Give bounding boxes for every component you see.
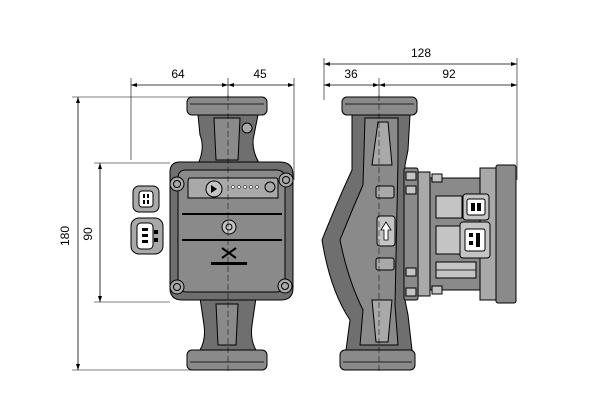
- dim-128-label: 128: [411, 46, 431, 60]
- dim-64-label: 64: [171, 67, 185, 81]
- side-screws: [405, 171, 443, 297]
- side-dimensions: 128 36 92: [323, 46, 518, 180]
- pump-side-view: [321, 95, 517, 372]
- flow-direction-arrow-icon: [376, 215, 396, 247]
- pump-front-view: [130, 95, 294, 372]
- dim-90-label: 90: [81, 227, 95, 241]
- dim-36-label: 36: [344, 67, 358, 81]
- dim-45-label: 45: [253, 67, 267, 81]
- dim-92-label: 92: [442, 67, 456, 81]
- connector-top: [132, 185, 160, 213]
- side-connector: [435, 193, 491, 279]
- dim-180-label: 180: [58, 226, 72, 246]
- connector-bottom: [130, 217, 164, 255]
- grundfos-logo-icon: [211, 247, 247, 265]
- led-indicators: [231, 185, 259, 189]
- front-dimensions: 64 45 180 90: [58, 67, 295, 371]
